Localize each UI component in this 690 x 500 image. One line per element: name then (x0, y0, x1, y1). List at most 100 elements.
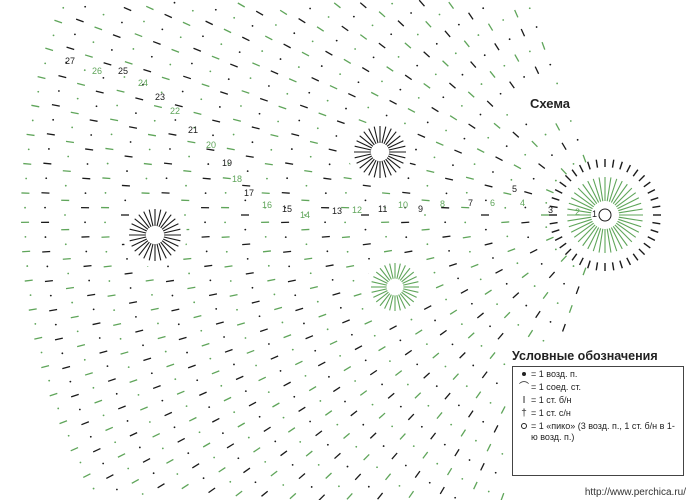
chain-dot (224, 192, 227, 194)
stitch-mark (22, 250, 31, 253)
stitch-mark (323, 177, 332, 180)
stitch-mark (545, 236, 554, 241)
chain-dot (326, 99, 329, 102)
motif-stitch (359, 157, 374, 169)
stitch-mark (468, 410, 474, 418)
motif-stitch (158, 242, 167, 259)
outer-stitch (587, 260, 591, 269)
stitch-mark (439, 486, 445, 495)
stitch-mark (359, 34, 368, 40)
stitch-mark (77, 344, 86, 348)
stitch-mark (270, 134, 279, 138)
motif (365, 257, 425, 317)
stitch-mark (205, 20, 214, 26)
stitch-mark (283, 250, 292, 253)
stitch-mark (23, 162, 32, 165)
stitch-mark (230, 63, 238, 68)
chain-dot (517, 324, 520, 326)
chain-dot (141, 493, 144, 495)
chain-dot (442, 96, 445, 99)
stitch-mark (84, 372, 93, 376)
outer-stitch (626, 164, 632, 173)
stitch-mark (527, 329, 534, 338)
chain-dot (92, 308, 95, 311)
outer-stitch (611, 262, 615, 271)
stitch-mark (128, 301, 138, 304)
stitch-mark (538, 163, 546, 170)
stitch-mark (493, 122, 501, 129)
inner-stitch (610, 227, 623, 250)
chain-dot (410, 12, 412, 14)
stitch-mark (89, 119, 98, 122)
chain-dot (435, 385, 438, 388)
chain-dot (273, 293, 276, 296)
outer-stitch (638, 174, 646, 182)
motif-stitch (403, 281, 419, 286)
chain-dot (267, 391, 270, 393)
motif-stitch (161, 240, 176, 252)
chain-dot (475, 439, 477, 442)
stitch-mark (309, 285, 318, 290)
stitch-mark (223, 28, 232, 34)
chain-dot (416, 64, 419, 67)
stitch-mark (298, 17, 306, 24)
chain-dot (83, 69, 86, 72)
chain-dot (78, 408, 81, 411)
chain-dot (67, 272, 70, 275)
chain-dot (293, 395, 296, 398)
chain-dot (502, 19, 505, 21)
motif-stitch (386, 135, 401, 147)
inner-stitch (606, 177, 612, 202)
chain-dot (362, 423, 365, 426)
stitch-mark (391, 452, 398, 460)
stitch-mark (171, 308, 180, 312)
stitch-mark (135, 97, 144, 101)
outer-stitch (626, 257, 632, 266)
chain-dot (244, 337, 247, 339)
chain-dot (209, 279, 212, 282)
stitch-mark (489, 70, 496, 78)
row-number: 22 (170, 106, 180, 116)
stitch-mark (267, 278, 276, 282)
chain-dot (282, 416, 285, 419)
stitch-mark (153, 104, 163, 109)
stitch-mark (243, 467, 251, 474)
inner-stitch (567, 208, 592, 214)
stitch-mark (248, 401, 257, 407)
chain-dot (345, 107, 347, 110)
stitch-mark (521, 272, 529, 279)
stitch-mark (418, 0, 425, 7)
outer-stitch (587, 161, 591, 170)
stitch-mark (384, 473, 392, 481)
row-number: 2 (575, 207, 580, 217)
chain-dot (354, 380, 357, 382)
stitch-mark (514, 54, 520, 62)
chain-dot (554, 179, 557, 182)
stitch-mark (92, 447, 101, 453)
motif-stitch (163, 228, 181, 234)
chain-dot (145, 177, 148, 180)
stitch-mark (208, 293, 218, 297)
motif-stitch (356, 140, 373, 149)
chain-dot (545, 201, 548, 204)
stitch-mark (143, 68, 152, 73)
chain-dot (286, 177, 289, 180)
stitch-mark (363, 453, 370, 461)
stitch-mark (272, 402, 280, 408)
stitch-mark (171, 48, 180, 53)
chain-dot (435, 42, 438, 45)
stitch-mark (142, 457, 151, 463)
stitch-mark (305, 450, 313, 457)
chain-dot (367, 485, 370, 488)
stitch-mark (236, 322, 245, 326)
chain-dot (57, 407, 60, 410)
stitch-mark (183, 170, 192, 173)
stitch-mark (37, 75, 46, 80)
stitch-mark (235, 490, 243, 497)
outer-stitch (638, 248, 646, 256)
chain-dot (169, 63, 172, 66)
stitch-mark (325, 472, 332, 479)
stitch-mark (178, 336, 187, 341)
chain-dot (508, 38, 511, 41)
chain-dot (25, 177, 28, 180)
